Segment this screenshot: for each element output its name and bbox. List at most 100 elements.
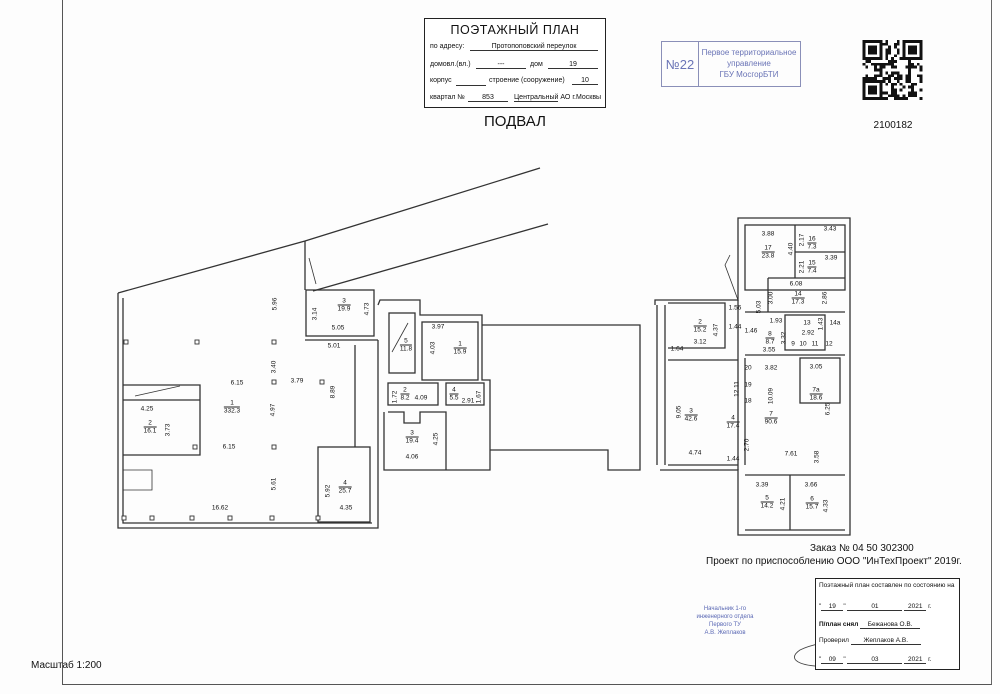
dimension-label: 5.96 (271, 297, 279, 311)
dimension-label: 3.12 (693, 338, 707, 346)
columns (121, 339, 325, 521)
kvartal-value: 853 (468, 94, 508, 102)
stamp-number: №22 (662, 42, 699, 86)
room-number: 6 (805, 496, 819, 504)
address-value: Протопоповский переулок (470, 43, 598, 51)
dimension-label: 4.74 (688, 449, 702, 457)
dimension-label: 5.61 (270, 477, 278, 491)
dimension-label: 3.39 (824, 254, 838, 262)
date2-day: 09 (821, 656, 844, 664)
project-note: Проект по приспособлению ООО "ИнТехПроек… (706, 556, 962, 567)
dimension-label: 3.40 (270, 360, 278, 374)
domovl-value: --- (476, 61, 526, 69)
dimension-label: 1.44 (728, 323, 742, 331)
room-area: 42.6 (684, 415, 698, 423)
kvartal-label: квартал № (430, 94, 465, 101)
room-area: 17.3 (791, 298, 805, 306)
room-number: 3 (337, 298, 351, 306)
room-number: 4 (449, 387, 459, 395)
checked-by: Жеплаков А.В. (850, 637, 921, 645)
small-room-number: 9 (791, 340, 795, 348)
dimension-label: 1.43 (817, 317, 825, 331)
dimension-label: 16.62 (211, 504, 229, 512)
dimension-label: 3.58 (813, 450, 821, 464)
checked-label: Проверил (819, 637, 849, 644)
dimension-label: 6.25 (824, 402, 832, 416)
room-number: 4 (338, 480, 352, 488)
date2-year: 2021 (904, 656, 927, 664)
room-area: 17.4 (726, 422, 740, 430)
dimension-label: 1.67 (475, 390, 483, 404)
room-area: 332.3 (223, 407, 241, 415)
room-area: 15.2 (693, 326, 707, 334)
small-room-number: 12 (825, 340, 833, 348)
small-room-number: 18 (744, 397, 752, 405)
ramp-walls (117, 167, 549, 294)
dimension-label: 3.39 (755, 481, 769, 489)
room-area: 15.9 (453, 348, 467, 356)
room-area: 14.2 (760, 502, 774, 510)
dimension-label: 4.03 (429, 341, 437, 355)
date1-month: 01 (847, 603, 903, 611)
room-area: 15.7 (805, 503, 819, 511)
korpus-value (456, 77, 486, 86)
surveyed-by: Бежанова О.В. (860, 621, 921, 629)
dimension-label: 4.25 (432, 432, 440, 446)
room-number: 3 (684, 408, 698, 416)
scale-label: Масштаб 1:200 (31, 660, 102, 671)
status-title: Поэтажный план составлен по состоянию на (819, 582, 955, 589)
small-room-number: 20 (744, 364, 752, 372)
middle-building-walls (377, 299, 491, 471)
dimension-label: 8.89 (329, 385, 337, 399)
room-number: 7 (764, 411, 778, 419)
room-number: 8 (765, 331, 775, 339)
chief-line-3: Первого ТУ (709, 622, 741, 628)
dimension-label: 2.70 (743, 438, 751, 452)
room-number: 7а (809, 387, 823, 395)
bti-stamp: №22 Первое территориальное управление ГБ… (661, 41, 801, 87)
dimension-label: 4.97 (269, 403, 277, 417)
dimension-label: 4.33 (822, 499, 830, 513)
small-room-number: 14а (829, 319, 841, 327)
dimension-label: 12.11 (733, 381, 741, 397)
dimension-label: 4.37 (712, 323, 720, 337)
right-building-walls (654, 217, 851, 536)
date1-g: г. (928, 603, 932, 610)
dimension-label: 4.25 (140, 405, 154, 413)
room-number: 17 (761, 245, 775, 253)
dom-label: дом (530, 61, 543, 68)
dimension-label: 2.86 (821, 291, 829, 305)
dimension-label: 9.05 (675, 405, 683, 419)
dimension-label: 1.46 (744, 327, 758, 335)
dimension-label: 3.66 (804, 481, 818, 489)
domovl-label: домовл.(вл.) (430, 61, 471, 68)
dimension-label: 7.61 (784, 450, 798, 458)
floor-name: ПОДВАЛ (484, 113, 546, 130)
dimension-label: 3.88 (761, 230, 775, 238)
room-number: 16 (807, 235, 817, 244)
dimension-label: 1.64 (670, 345, 684, 353)
dimension-label: 5.05 (331, 324, 345, 332)
dimension-label: 5.92 (324, 484, 332, 498)
dom-value: 19 (548, 61, 598, 69)
small-room-number: 10 (799, 340, 807, 348)
chief-line-1: Начальник 1-го (703, 606, 747, 612)
dimension-label: 3.82 (764, 364, 778, 372)
small-room-number: 19 (744, 381, 752, 389)
room-area: 7.3 (807, 243, 817, 251)
dimension-label: 1.72 (391, 390, 399, 404)
room-area: 5.5 (449, 394, 459, 402)
order-number: Заказ № 04 50 302300 (810, 543, 914, 554)
